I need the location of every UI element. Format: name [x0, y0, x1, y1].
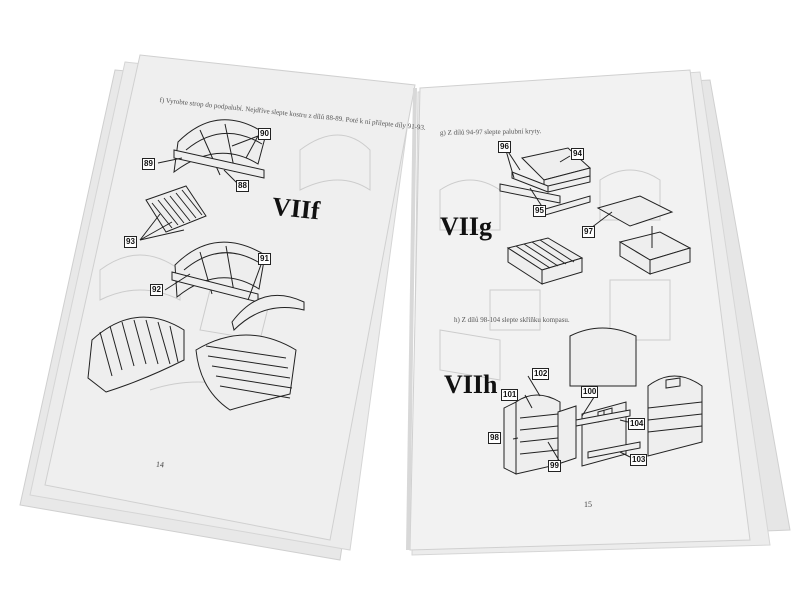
part-label-101: 101: [501, 389, 519, 401]
cover-97-drawing: [596, 195, 692, 275]
part-label-104: 104: [628, 418, 646, 430]
part-label-100: 100: [581, 386, 599, 398]
arch-91-drawing: [231, 294, 305, 331]
right-page: [409, 69, 751, 551]
part-label-103: 103: [630, 454, 648, 466]
slatted-cover-drawing: [506, 237, 584, 285]
assembly-right-drawing: [195, 334, 297, 411]
left-page: [44, 54, 416, 541]
right-page-number: 15: [584, 500, 592, 509]
part-label-88: 88: [236, 180, 249, 192]
part-label-98: 98: [488, 432, 501, 444]
slats-93-drawing: [145, 185, 207, 233]
part-label-97: 97: [582, 226, 595, 238]
part-label-90: 90: [258, 128, 271, 140]
part-label-94: 94: [571, 148, 584, 160]
frame-92-drawing: [171, 241, 266, 303]
left-page-number: 14: [155, 459, 165, 470]
instruction-h: h) Z dílů 98-104 slepte skříňku kompasu.: [454, 316, 570, 324]
assembly-left-drawing: [87, 316, 185, 393]
part-label-95: 95: [533, 205, 546, 217]
part-label-89: 89: [142, 158, 155, 170]
compass-box-drawing: [503, 327, 703, 475]
part-label-92: 92: [150, 284, 163, 296]
part-label-91: 91: [258, 253, 271, 265]
part-label-93: 93: [124, 236, 137, 248]
heading-viih: VIIh: [444, 370, 498, 399]
part-label-99: 99: [548, 460, 561, 472]
heading-viif: VIIf: [270, 191, 322, 226]
heading-viig: VIIg: [440, 212, 493, 241]
part-label-102: 102: [532, 368, 550, 380]
part-label-96: 96: [498, 141, 511, 153]
frame-88-90-drawing: [173, 119, 267, 179]
